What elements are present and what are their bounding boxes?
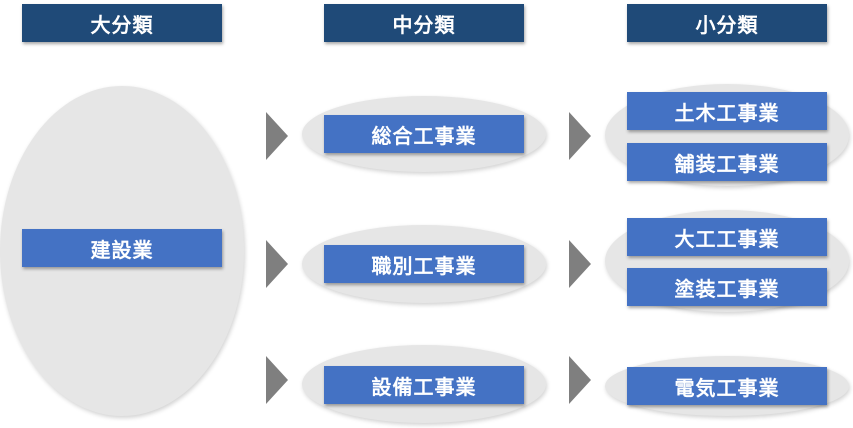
middle-box: 職別工事業 — [324, 245, 524, 283]
arrow-right-icon — [569, 356, 591, 404]
minor-box: 塗装工事業 — [627, 268, 827, 306]
minor-box: 土木工事業 — [627, 92, 827, 130]
middle-box: 設備工事業 — [324, 366, 524, 404]
arrow-right-icon — [266, 240, 288, 288]
header-minor: 小分類 — [627, 4, 827, 42]
major-box: 建設業 — [22, 229, 222, 267]
arrow-right-icon — [569, 240, 591, 288]
arrow-right-icon — [266, 112, 288, 160]
middle-box: 総合工事業 — [324, 115, 524, 153]
minor-box: 大工工事業 — [627, 218, 827, 256]
arrow-right-icon — [569, 112, 591, 160]
arrow-right-icon — [266, 356, 288, 404]
header-major: 大分類 — [22, 4, 222, 42]
minor-box: 電気工事業 — [627, 367, 827, 405]
header-middle: 中分類 — [324, 4, 524, 42]
minor-box: 舗装工事業 — [627, 143, 827, 181]
